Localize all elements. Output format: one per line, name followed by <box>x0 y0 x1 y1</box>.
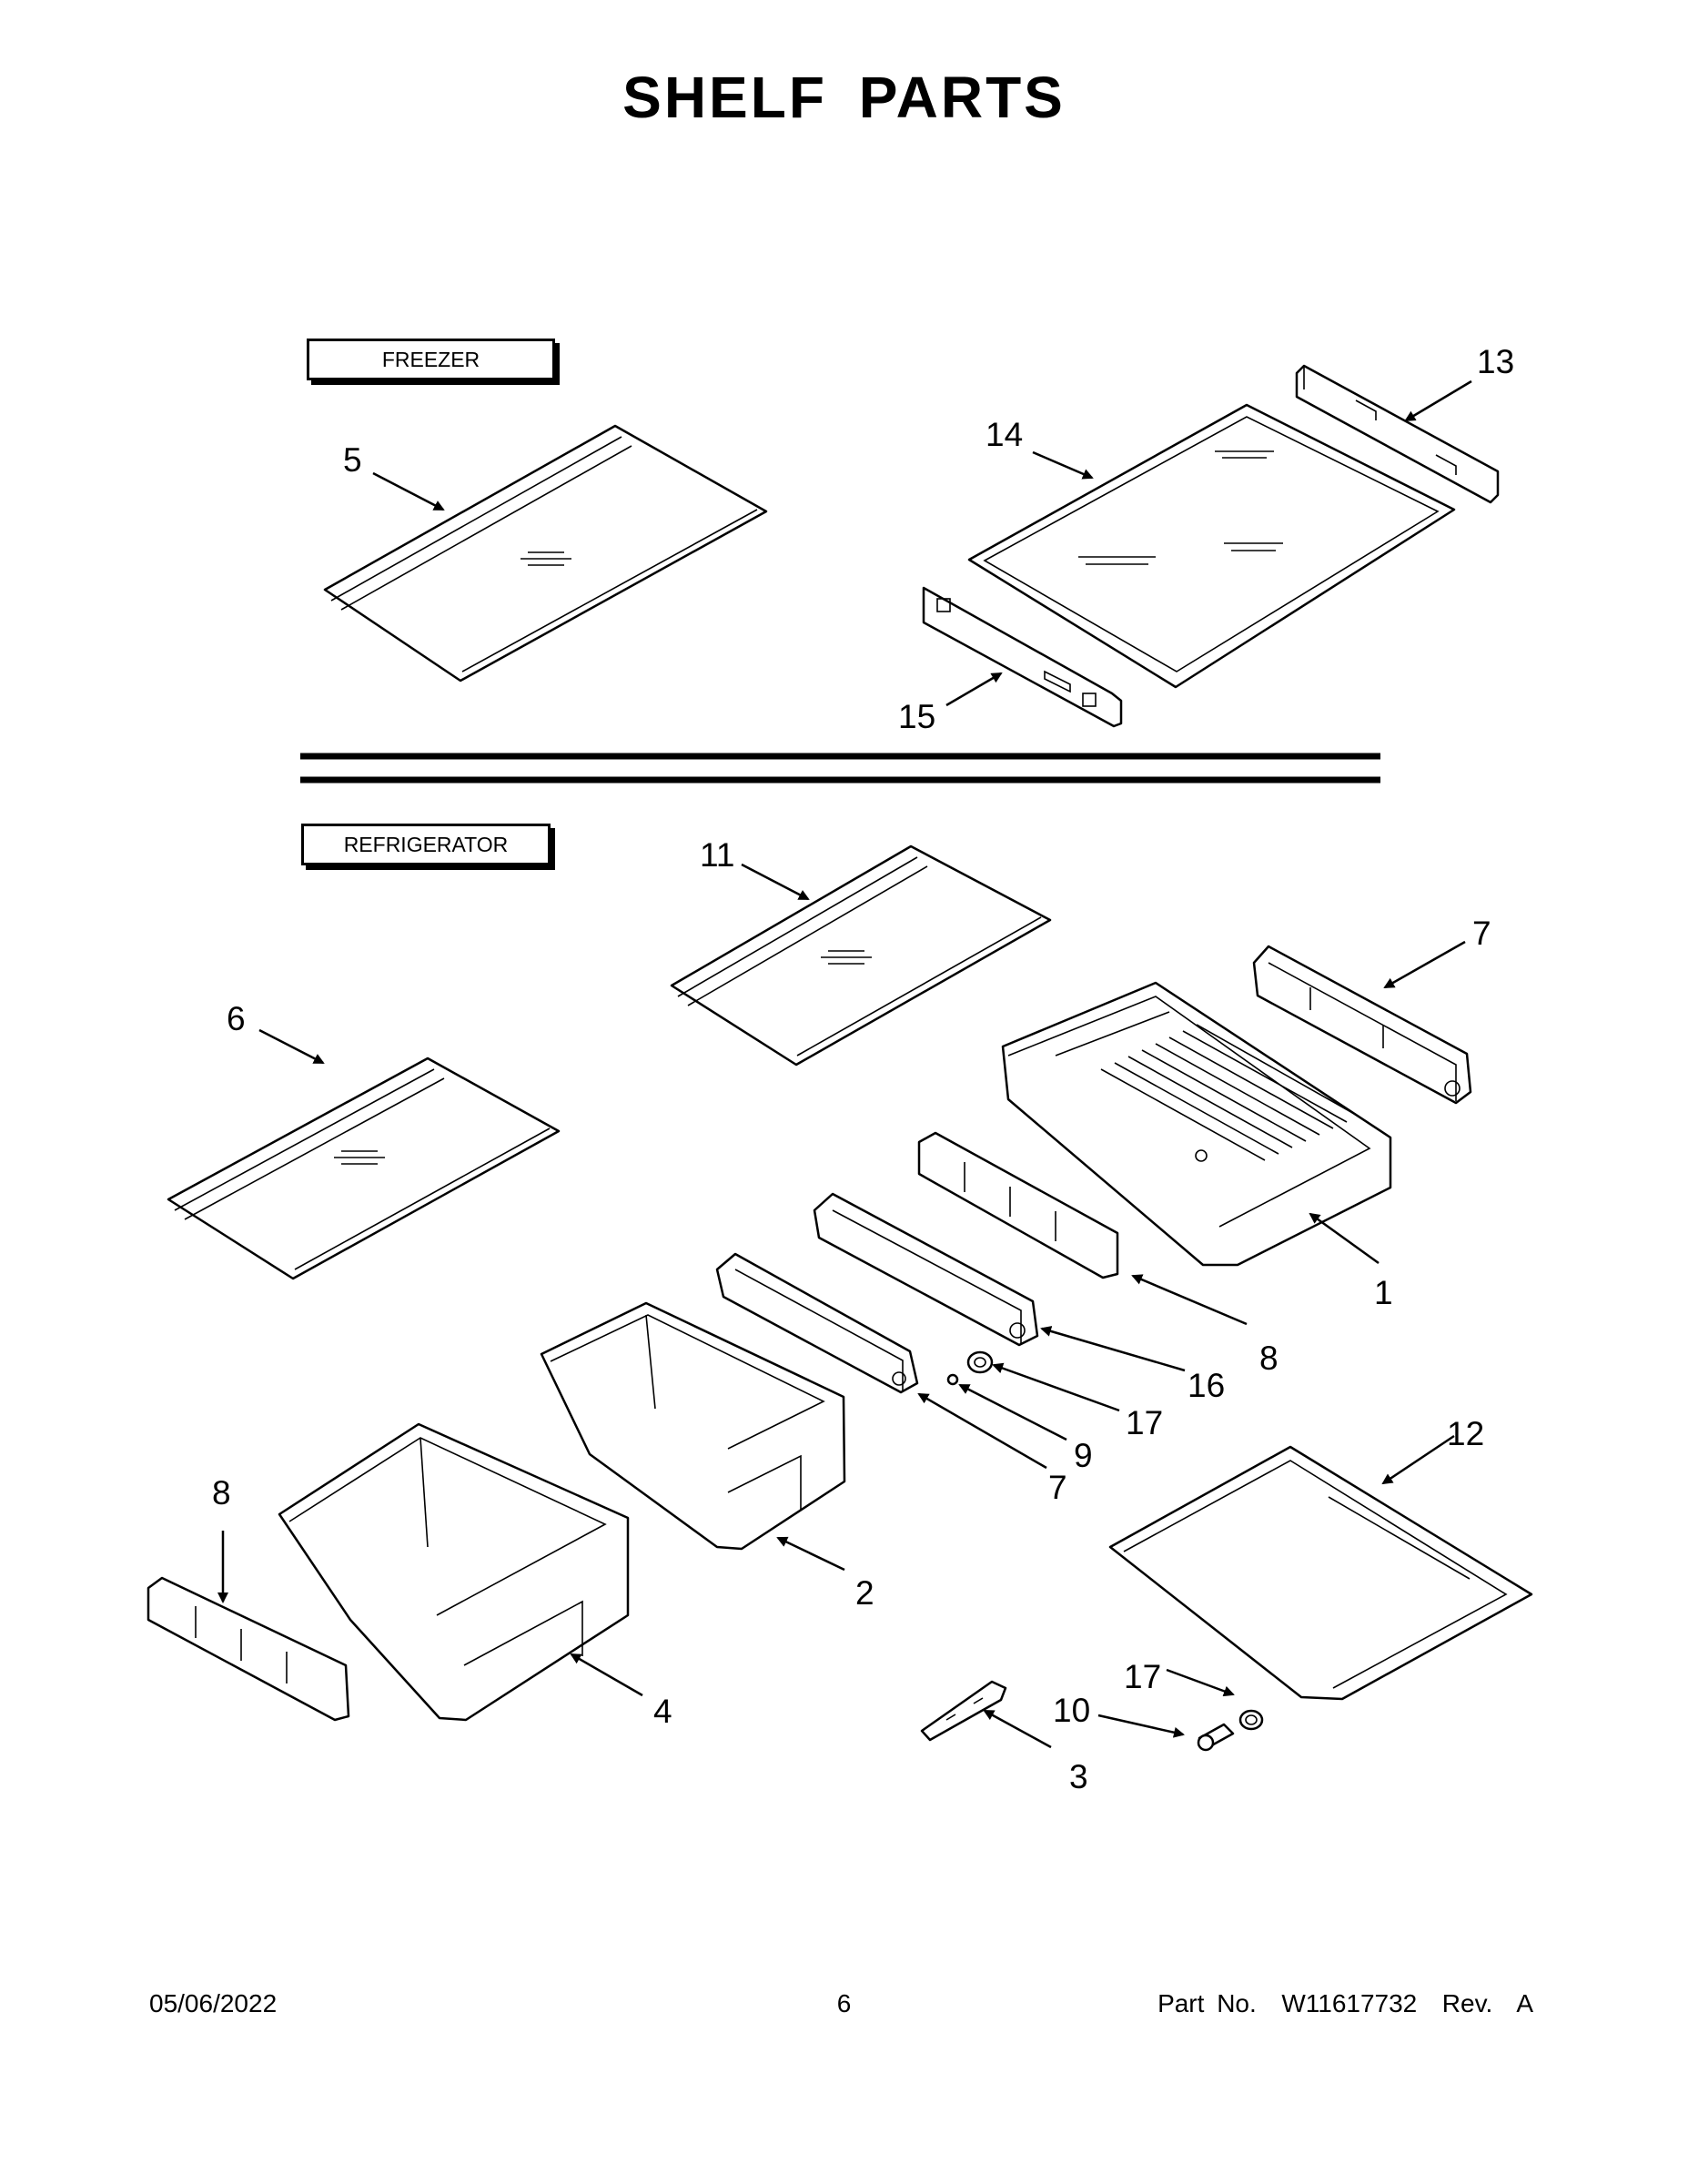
fastener-part-10 <box>1197 1723 1235 1752</box>
screw-part-9 <box>946 1373 959 1386</box>
shelf-front-bracket-part-15 <box>922 586 1123 728</box>
drawer-slide-rail-part-7-lower <box>715 1252 919 1394</box>
callout-4: 4 <box>653 1693 672 1730</box>
refrigerator-section-label: REFRIGERATOR <box>301 824 551 865</box>
page-title: SHELF PARTS <box>622 65 1066 130</box>
callout-7-upper: 7 <box>1472 915 1491 952</box>
footer-page-number: 6 <box>836 1989 852 2017</box>
callout-10: 10 <box>1053 1692 1090 1729</box>
callout-arrows <box>217 379 1472 1749</box>
callout-11: 11 <box>700 836 734 874</box>
callout-14: 14 <box>986 416 1023 453</box>
callout-17-upper: 17 <box>1126 1404 1163 1441</box>
callout-12: 12 <box>1447 1415 1484 1452</box>
callout-9: 9 <box>1074 1437 1093 1474</box>
section-divider <box>300 753 1380 784</box>
cover-bracket-part-3 <box>920 1680 1007 1742</box>
callout-3: 3 <box>1069 1758 1088 1795</box>
drawer-slide-cover-part-8-right <box>917 1131 1119 1279</box>
refrigerator-glass-shelf-part-11 <box>670 844 1052 1067</box>
callout-16: 16 <box>1188 1367 1225 1404</box>
callout-1: 1 <box>1374 1274 1393 1311</box>
deli-drawer-part-1 <box>1001 981 1392 1267</box>
callout-2: 2 <box>855 1574 874 1612</box>
shelf-rear-bracket-part-13 <box>1295 364 1500 504</box>
callout-15: 15 <box>898 698 935 735</box>
callout-8-right: 8 <box>1259 1340 1279 1377</box>
crisper-cover-part-12 <box>1108 1445 1533 1701</box>
callout-5: 5 <box>343 441 362 479</box>
refrigerator-glass-shelf-part-6 <box>167 1057 561 1280</box>
footer-part-number: Part No. W11617732 Rev. A <box>1157 1989 1533 2017</box>
bumper-part-17-lower <box>1238 1709 1264 1731</box>
crisper-drawer-part-2 <box>540 1301 846 1551</box>
drawer-slide-rail-part-16 <box>813 1192 1039 1347</box>
callout-8-left: 8 <box>212 1474 231 1512</box>
callout-6: 6 <box>227 1000 246 1037</box>
callout-7-lower: 7 <box>1048 1469 1067 1506</box>
callout-13: 13 <box>1477 343 1514 380</box>
freezer-glass-shelf-part-5 <box>323 424 768 682</box>
freezer-section-label: FREEZER <box>307 339 555 380</box>
drawer-slide-cover-part-8-left <box>147 1576 350 1722</box>
bumper-part-17-upper <box>966 1350 994 1374</box>
drawer-slide-rail-part-7-upper <box>1252 945 1472 1105</box>
crisper-drawer-part-4 <box>278 1422 630 1722</box>
callout-numbers: 5 14 13 15 11 7 6 1 8 16 17 9 7 12 8 2 4… <box>212 343 1514 1795</box>
footer-date: 05/06/2022 <box>149 1989 278 2017</box>
glass-shelf-frame-part-14 <box>967 403 1456 689</box>
callout-17-lower: 17 <box>1124 1658 1161 1695</box>
